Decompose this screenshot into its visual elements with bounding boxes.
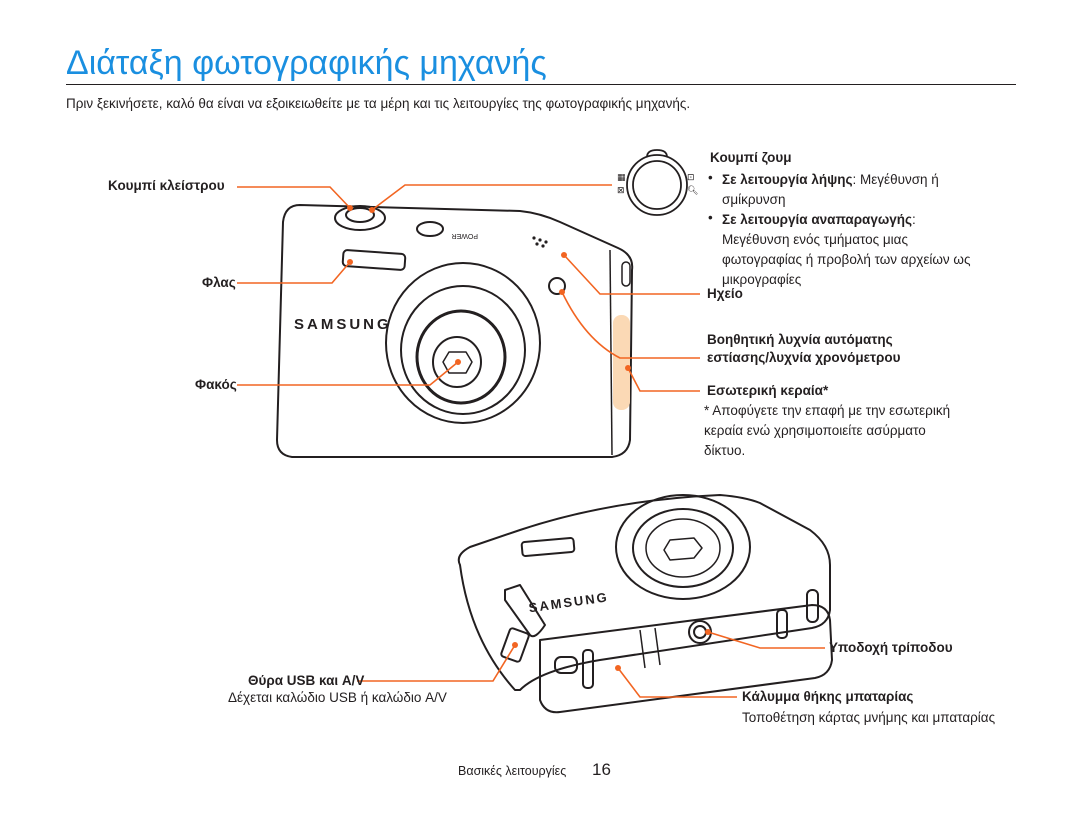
usb-port [500,627,530,663]
callout-lens [237,361,459,386]
label-tripod: Υποδοχή τρίποδου [829,640,953,655]
lens-glass [432,336,482,388]
camera-front-body [276,204,634,458]
label-antenna: Εσωτερική κεραία* [707,383,829,398]
label-flash: Φλας [202,275,236,290]
lens-barrel-outer [385,262,541,424]
footer-section-name: Βασικές λειτουργίες [458,764,567,778]
antenna-note: * Αποφύγετε την επαφή με την εσωτερική κ… [704,403,951,458]
thumbnail-icon: ▦ [617,173,626,183]
label-battery: Κάλυμμα θήκης μπαταρίας [742,689,914,704]
callout-usb [357,644,516,682]
callout-flash [237,261,351,284]
label-usb: Θύρα USB και A/V [248,673,365,688]
camera-back-body [457,494,831,691]
flash-window [341,249,407,271]
zoom-item-playback: • Σε λειτουργία αναπαραγωγής: Μεγέθυνση … [708,210,971,287]
label-speaker: Ηχείο [707,286,743,301]
af-lamp [548,277,566,295]
usb-desc: Δέχεται καλώδιο USB ή καλώδιο A/V [228,690,447,705]
callout-zoom [371,184,612,211]
antenna-highlight [613,315,630,410]
zoom-item-playback-mode: Σε λειτουργία αναπαραγωγής [722,212,913,227]
callout-shutter [237,186,351,209]
callout-tripod [707,631,825,649]
zoom-item-playback-desc: : Μεγέθυνση ενός τμήματος μιας φωτογραφί… [722,212,971,287]
usb-door [504,584,546,638]
title-divider [66,84,1016,85]
callout-speaker [563,254,700,295]
power-text: POWER [452,232,478,239]
label-af-lamp-line1: Βοηθητική λυχνία αυτόματης [707,332,893,347]
battery-latch [554,656,578,674]
label-zoom: Κουμπί ζουμ [710,150,792,165]
front-logo: SAMSUNG [294,316,392,333]
power-button [416,221,444,237]
label-af-lamp-line2: εστίασης/λυχνία χρονόμετρου [707,350,901,365]
zoom-dial [626,154,688,216]
camera-bottom-plate [539,604,833,714]
callout-af-lamp [561,291,700,359]
label-lens: Φακός [195,377,237,392]
shutter-button [334,205,386,231]
zoom-item-shooting: • Σε λειτουργία λήψης: Μεγέθυνση ή σμίκρ… [708,170,939,207]
back-logo: SAMSUNG [528,589,610,615]
magnify-icon: 🔍︎ [687,185,698,196]
wide-icon: ⊠ [617,186,625,196]
battery-desc: Τοποθέτηση κάρτας μνήμης και μπαταρίας [742,710,996,725]
zoom-item-shooting-mode: Σε λειτουργία λήψης [722,172,853,187]
page-number: 16 [592,760,611,779]
intro-text: Πριν ξεκινήσετε, καλό θα είναι να εξοικε… [66,96,691,111]
page-title: Διάταξη φωτογραφικής μηχανής [66,44,547,82]
label-shutter: Κουμπί κλείστρου [108,178,225,193]
tele-icon: ⊡ [687,173,695,183]
speaker-holes [532,236,548,248]
callout-battery [617,667,737,698]
callout-antenna [627,367,700,392]
back-lens-barrel [615,494,751,600]
zoom-item-shooting-desc: : Μεγέθυνση ή σμίκρυνση [722,172,939,207]
